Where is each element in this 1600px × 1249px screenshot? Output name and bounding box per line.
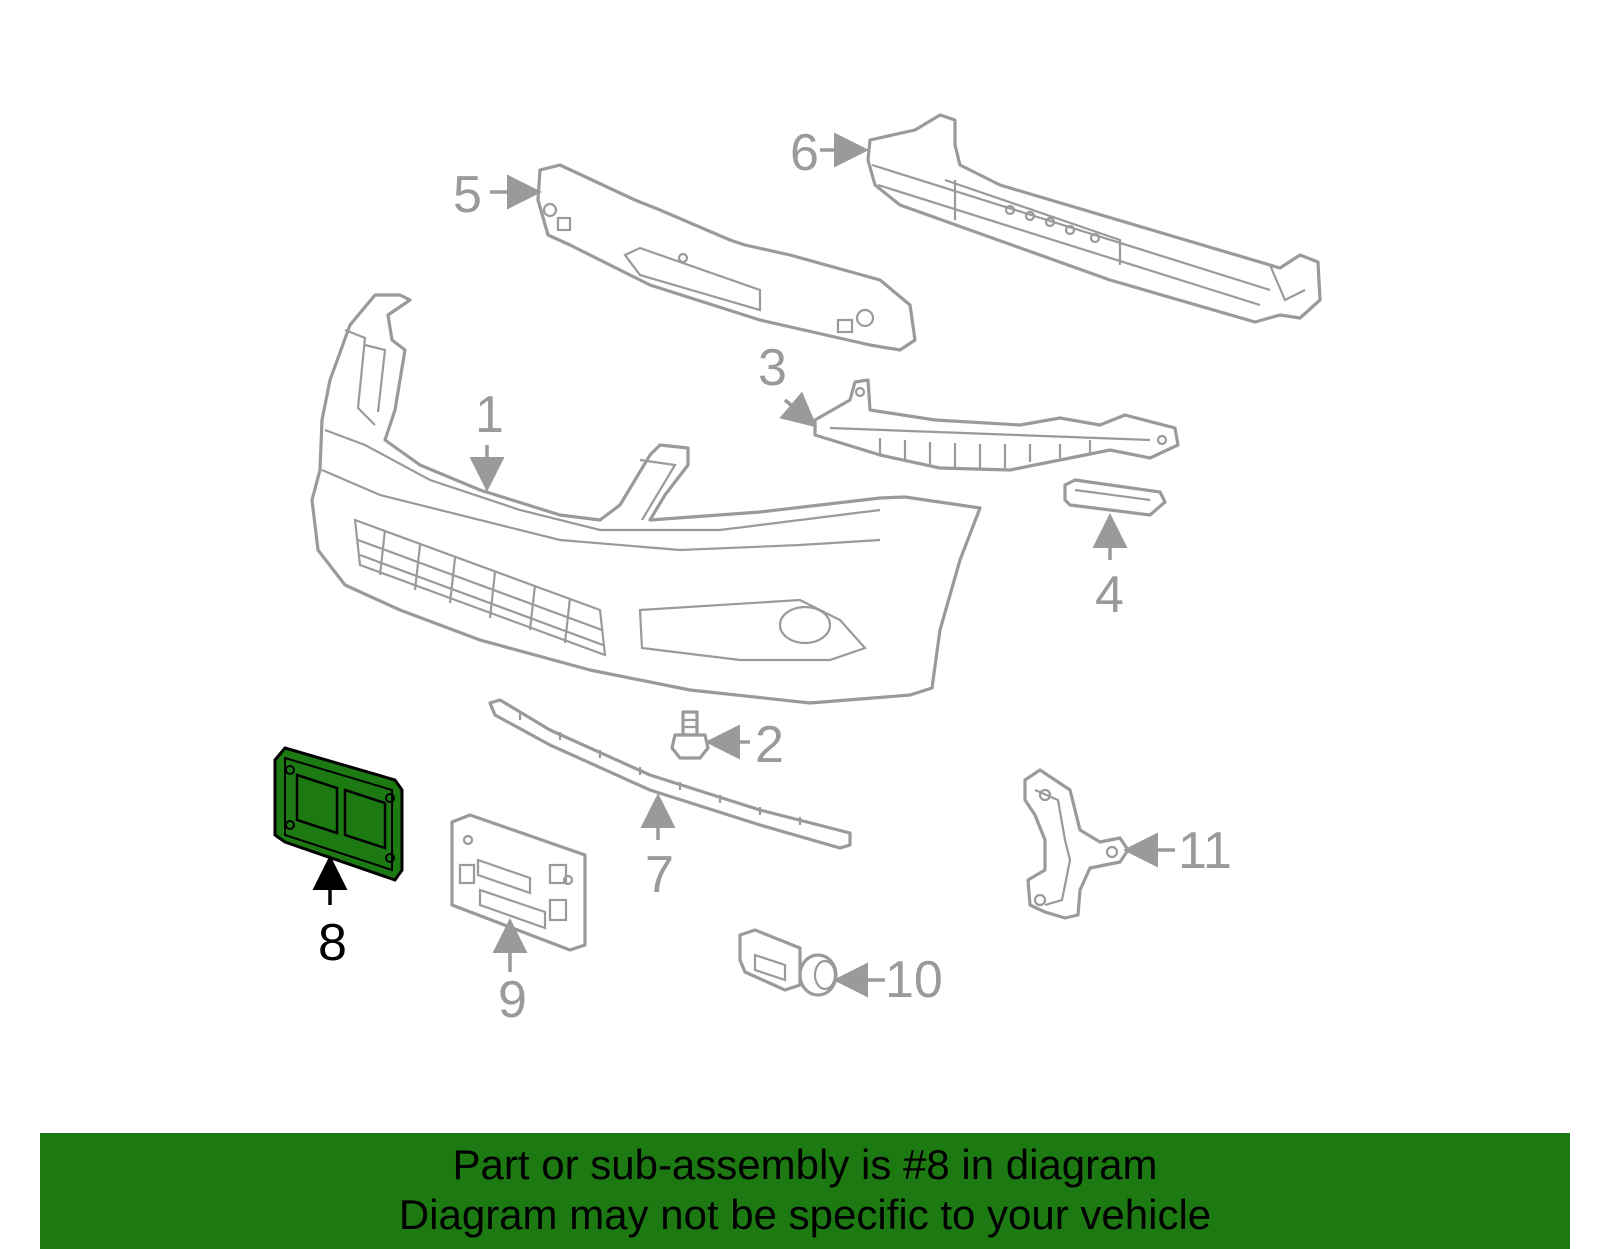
callout-6: 6	[790, 124, 819, 182]
banner-line-2: Diagram may not be specific to your vehi…	[398, 1191, 1212, 1238]
callout-2: 2	[755, 716, 784, 774]
part-8-license-bracket[interactable]	[273, 746, 404, 882]
part-5-upper-bracket[interactable]	[536, 163, 917, 352]
part-1-bumper-cover[interactable]	[310, 293, 982, 705]
part-3-side-bracket[interactable]	[813, 378, 1180, 472]
part-7-lower-molding[interactable]	[488, 698, 852, 850]
callout-4: 4	[1095, 566, 1124, 624]
info-banner: Part or sub-assembly is #8 in diagram Di…	[40, 1133, 1570, 1249]
callout-1: 1	[475, 386, 504, 444]
callout-7: 7	[645, 846, 674, 904]
parts-diagram: 1 2 3 4 5 6 7 8 9 10 11	[273, 113, 1322, 1029]
callout-5: 5	[453, 166, 482, 224]
part-10-sensor[interactable]	[738, 928, 838, 997]
part-6-reinforcement-beam[interactable]	[866, 113, 1322, 324]
banner-line-1: Part or sub-assembly is #8 in diagram	[452, 1141, 1158, 1188]
callout-8: 8	[318, 914, 347, 972]
callout-9: 9	[498, 971, 527, 1029]
callout-11: 11	[1178, 822, 1232, 880]
part-11-side-bracket[interactable]	[1023, 768, 1130, 920]
part-2-clip[interactable]	[670, 710, 710, 760]
callout-10: 10	[885, 951, 943, 1009]
part-4-small-bracket[interactable]	[1063, 478, 1167, 517]
part-9-license-base[interactable]	[450, 813, 587, 952]
callout-3: 3	[758, 339, 787, 397]
